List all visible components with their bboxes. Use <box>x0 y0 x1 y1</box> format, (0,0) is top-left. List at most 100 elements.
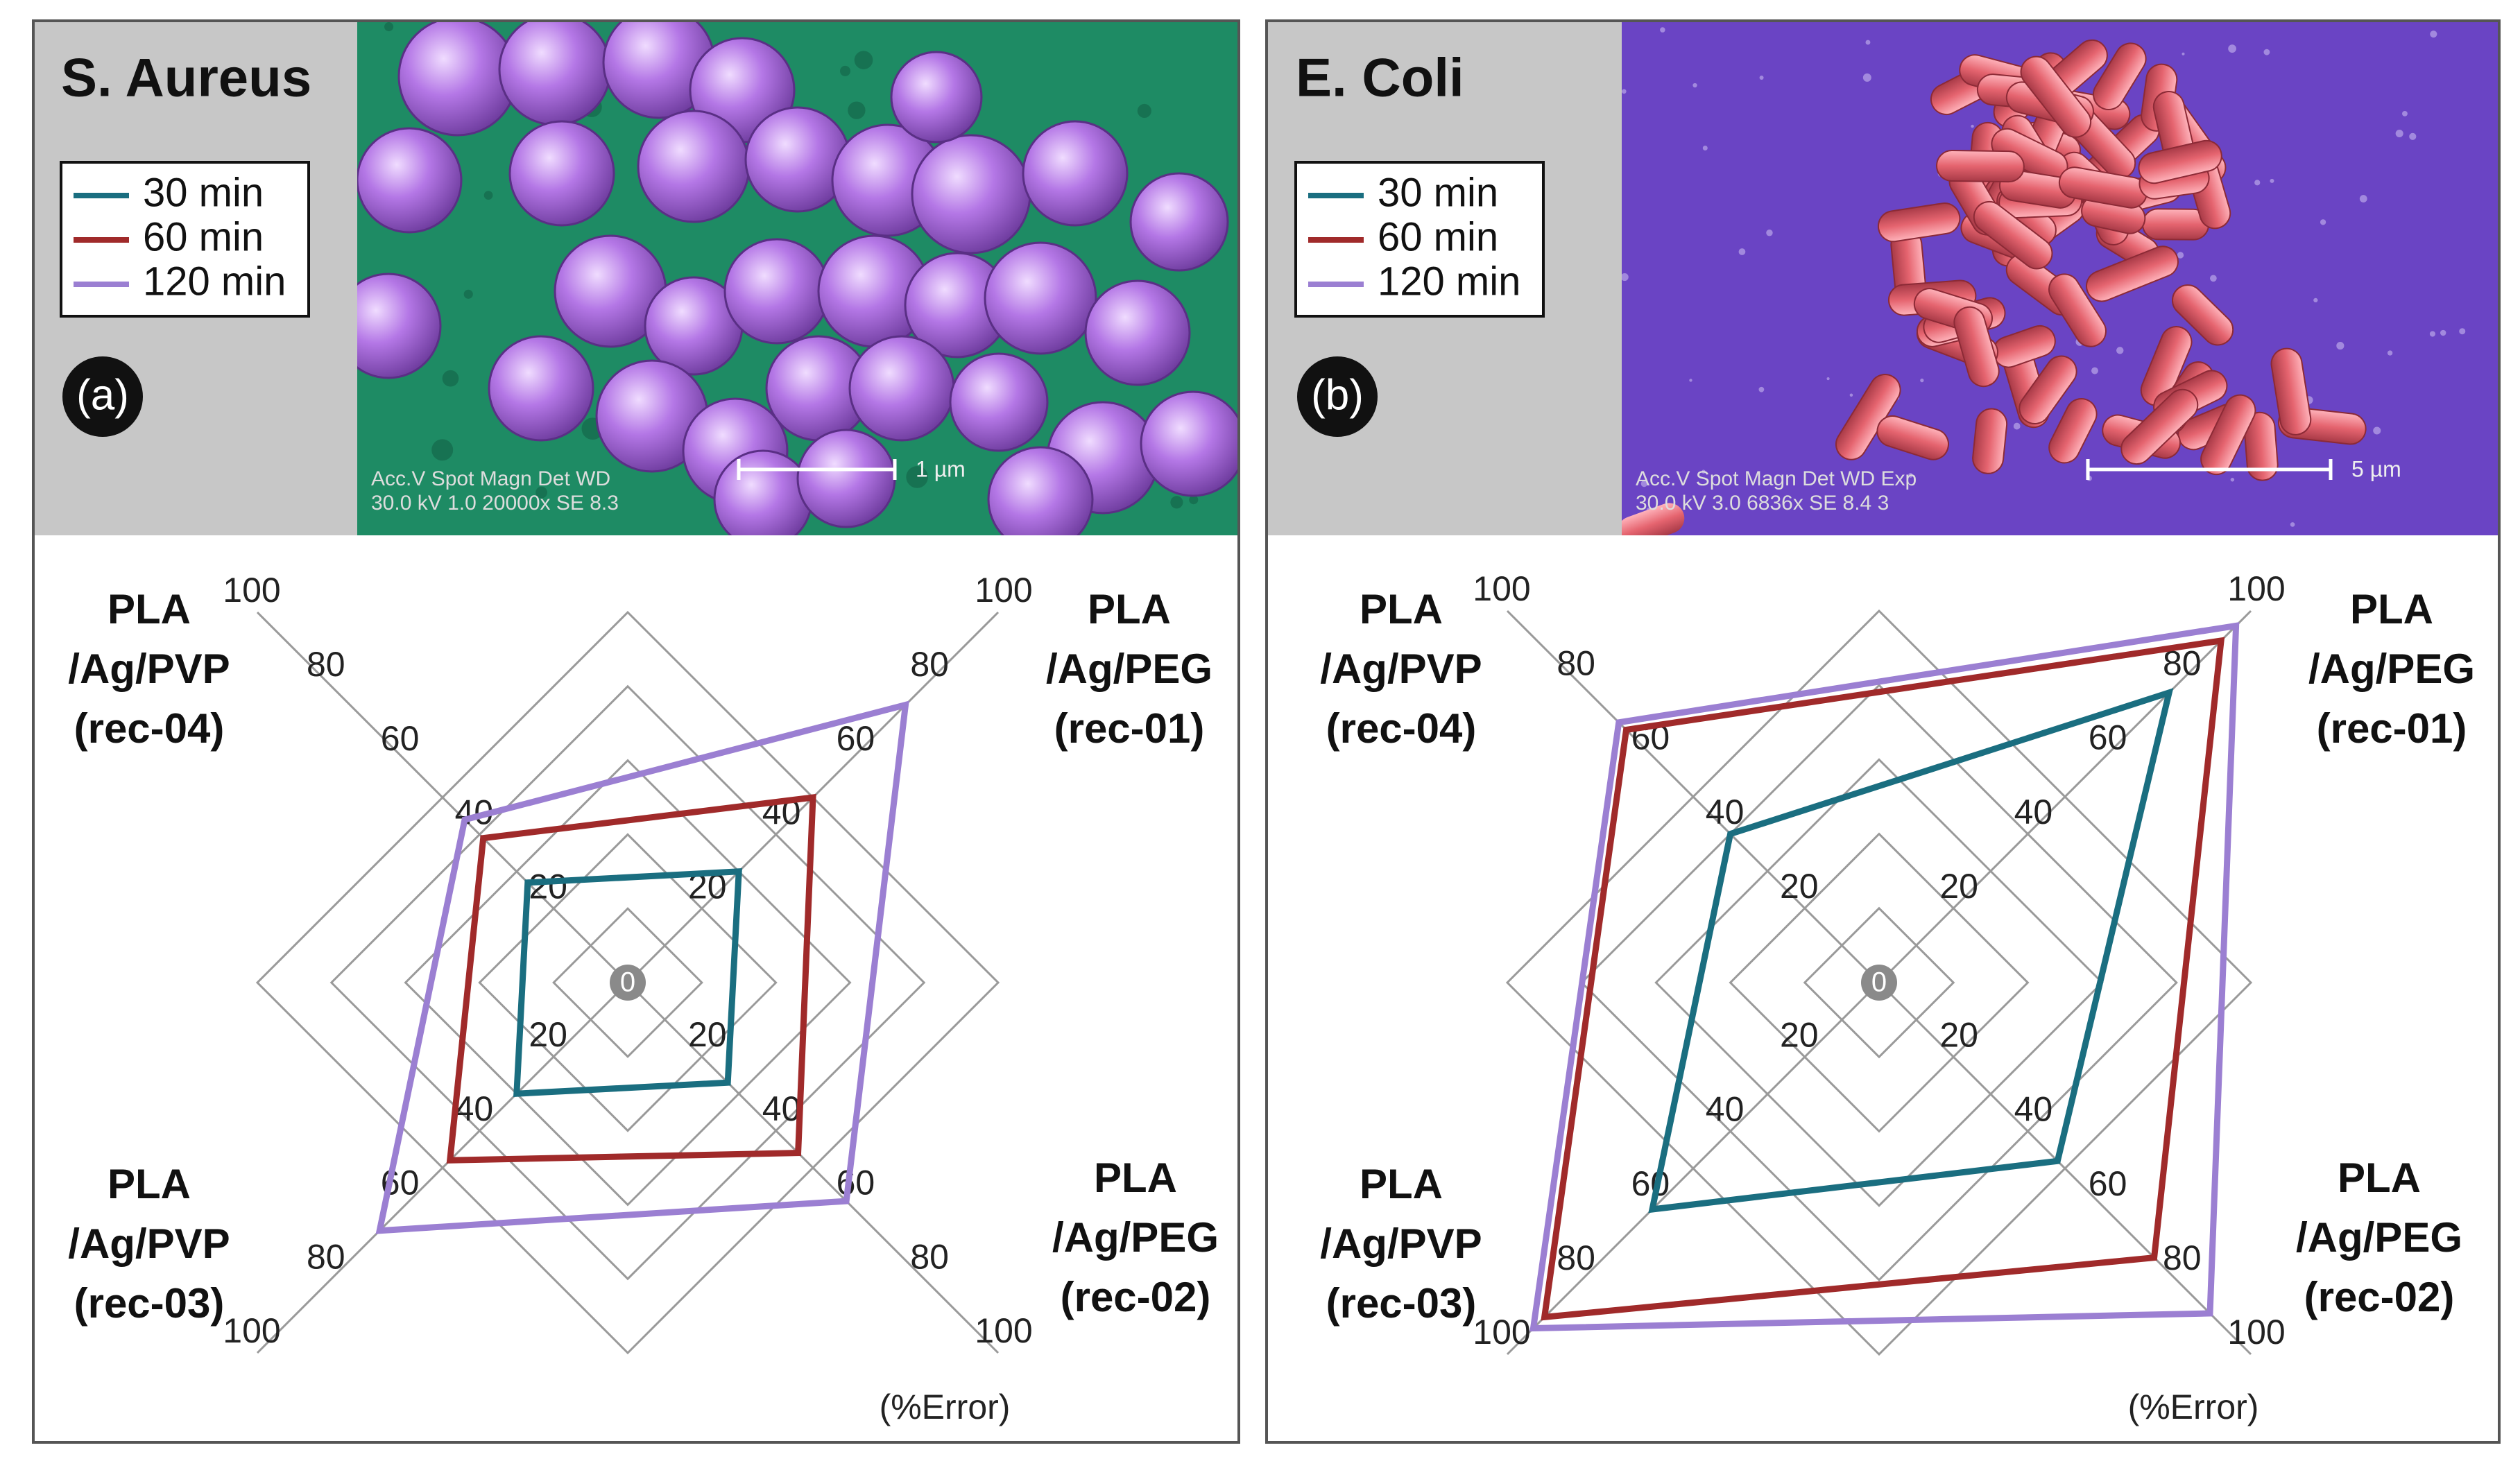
series-line-60-min <box>1541 637 2225 1321</box>
micrograph-info-row: 30.0 kV 3.0 6836x SE 8.4 3 <box>1636 492 1889 515</box>
rod-cell <box>1622 503 1685 535</box>
category-label-rec01: (rec-01) <box>1054 705 1205 752</box>
radar-tick-label: 60 <box>381 719 420 758</box>
texture-spot <box>2359 195 2367 202</box>
texture-spot <box>2228 44 2236 53</box>
texture-spot <box>535 486 547 499</box>
texture-spot <box>848 101 866 119</box>
rod-cell <box>1972 408 2008 474</box>
legend-box <box>1294 161 1545 318</box>
micrograph-info-row: 30.0 kV 1.0 20000x SE 8.3 <box>371 492 619 515</box>
legend-label: 60 min <box>1378 214 1498 259</box>
radar-spoke <box>1878 981 2252 1356</box>
panel-frame <box>1265 19 2501 1444</box>
radar-tick-label: 20 <box>1939 867 1978 906</box>
legend-label: 120 min <box>143 259 286 304</box>
texture-spot <box>2387 350 2393 356</box>
coccus-cell <box>637 110 751 223</box>
radar-tick-label: 100 <box>2227 569 2285 608</box>
category-label-rec01: PLA <box>2350 586 2433 632</box>
micrograph-image <box>357 21 1238 535</box>
radar-tick-label: 100 <box>223 1311 280 1350</box>
series-line-120-min <box>375 700 909 1234</box>
rod-cell <box>1953 306 2000 388</box>
radar-tick-label: 40 <box>2014 793 2053 831</box>
legend-label: 30 min <box>143 170 264 215</box>
rod-cell <box>2048 398 2098 464</box>
texture-spot <box>2091 367 2098 374</box>
category-label-rec04: (rec-04) <box>74 705 225 752</box>
radar-tick-label: 0 <box>620 967 635 998</box>
rod-cell <box>2200 394 2256 476</box>
legend-label: 30 min <box>1378 170 1498 215</box>
texture-spot <box>384 22 394 32</box>
rod-cell <box>1876 415 1949 460</box>
radar-gridline <box>404 759 852 1207</box>
radar-tick-label: 20 <box>529 1015 567 1054</box>
texture-spot <box>1862 73 1871 82</box>
radar-center-badge <box>1861 965 1897 1001</box>
radar-tick-label: 60 <box>837 1164 875 1202</box>
texture-spot <box>1622 273 1629 282</box>
coccus-cell <box>890 51 983 144</box>
rod-cell <box>2171 284 2234 346</box>
texture-spot <box>1920 378 1924 383</box>
category-label-rec02: (rec-02) <box>2304 1274 2455 1320</box>
texture-spot <box>2182 52 2185 55</box>
rod-cell <box>2138 139 2222 184</box>
texture-spot <box>1137 103 1151 118</box>
category-label-rec04: /Ag/PVP <box>68 646 230 692</box>
category-label-rec04: /Ag/PVP <box>1320 646 1482 692</box>
texture-spot <box>442 370 459 387</box>
radar-tick-label: 0 <box>1871 967 1887 998</box>
texture-spot <box>1702 145 1708 151</box>
texture-spot <box>1640 480 1648 487</box>
texture-spot <box>2409 132 2417 140</box>
texture-spot <box>2013 422 2021 430</box>
coccus-cell <box>1140 390 1238 497</box>
texture-spot <box>463 289 473 299</box>
texture-spot <box>2270 178 2274 183</box>
radar-gridline <box>478 833 778 1132</box>
radar-tick-label: 100 <box>975 1311 1032 1350</box>
texture-spot <box>1826 377 1830 381</box>
panel-frame <box>32 19 1240 1444</box>
texture-spot <box>840 65 851 76</box>
category-label-rec01: /Ag/PEG <box>1046 646 1212 692</box>
texture-spot <box>1189 495 1199 505</box>
radar-tick-label: 40 <box>762 1089 801 1128</box>
radar-tick-label: 60 <box>1631 1164 1670 1203</box>
texture-spot <box>854 51 873 69</box>
radar-tick-label: 20 <box>1939 1015 1978 1054</box>
radar-tick-label: 80 <box>307 1237 345 1276</box>
category-label-rec03: PLA <box>1360 1161 1443 1207</box>
radar-tick-label: 80 <box>1557 644 1595 682</box>
rod-cell <box>2270 347 2312 435</box>
texture-spot <box>1849 393 1853 397</box>
radar-center-badge <box>610 965 646 1001</box>
rod-cell <box>2120 388 2199 465</box>
texture-spot <box>2336 342 2345 350</box>
radar-tick-label: 40 <box>2014 1090 2053 1129</box>
category-label-rec01: (rec-01) <box>2317 705 2467 752</box>
rod-cell <box>2140 326 2193 406</box>
texture-spot <box>431 439 454 461</box>
radar-tick-label: 80 <box>910 645 949 684</box>
radar-tick-label: 40 <box>1706 1090 1745 1129</box>
category-label-rec04: PLA <box>108 586 191 632</box>
rod-cell <box>2086 245 2179 302</box>
panel-letter: (b) <box>1311 371 1364 419</box>
rod-cell <box>1936 150 2025 183</box>
texture-spot <box>1759 76 1764 80</box>
texture-spot <box>1766 230 1773 236</box>
series-line-120-min <box>1529 622 2240 1332</box>
texture-spot <box>1971 124 1974 128</box>
coccus-cell <box>911 134 1031 254</box>
coccus-cell <box>949 352 1049 452</box>
coccus-cell <box>1084 279 1191 386</box>
unit-label: (%Error) <box>880 1388 1011 1426</box>
radar-spoke <box>256 981 629 1354</box>
